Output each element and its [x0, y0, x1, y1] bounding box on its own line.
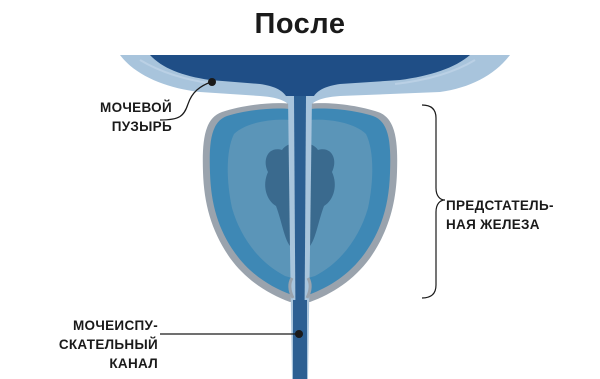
urethra-leader-dot — [295, 330, 303, 338]
urethra-lower — [293, 300, 307, 379]
prostate-bracket — [422, 105, 445, 298]
bladder-leader-dot — [208, 78, 216, 86]
bladder — [120, 55, 510, 104]
urethra-label: МОЧЕИСПУ- СКАТЕЛЬНЫЙ КАНАЛ — [40, 316, 158, 373]
prostate-label: ПРЕДСТАТЕЛЬ- НАЯ ЖЕЛЕЗА — [446, 196, 596, 234]
bladder-label: МОЧЕВОЙ ПУЗЫРЬ — [52, 98, 172, 136]
